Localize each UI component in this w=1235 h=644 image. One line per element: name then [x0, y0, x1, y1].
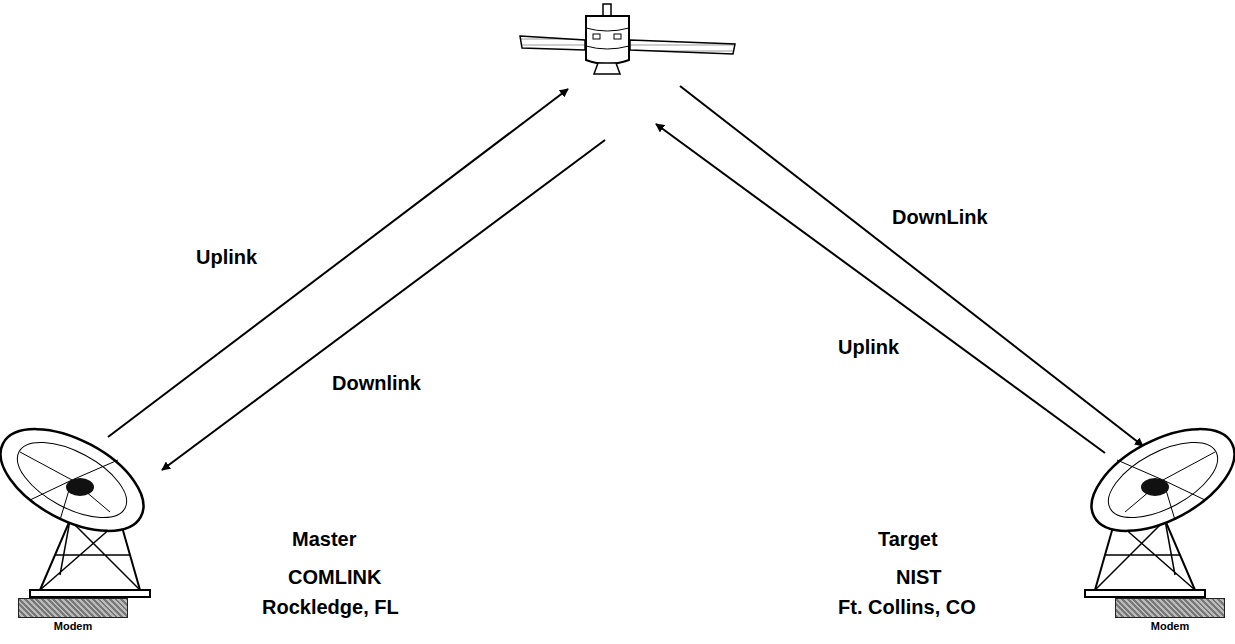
station-name: COMLINK: [288, 566, 381, 589]
downlink-arrow: [162, 140, 605, 470]
dish-antenna: [1075, 408, 1235, 597]
station-location: Rockledge, FL: [262, 596, 399, 619]
modem-box: [1115, 598, 1225, 618]
uplink-arrow: [108, 89, 568, 437]
station-role: Target: [878, 528, 938, 551]
modem-label: Modem: [18, 620, 128, 632]
link-label: Downlink: [332, 372, 421, 395]
station-role: Master: [292, 528, 356, 551]
station-location: Ft. Collins, CO: [838, 596, 976, 619]
downlink-arrow: [680, 86, 1143, 446]
modem-box: [18, 598, 128, 618]
uplink-arrow: [656, 124, 1105, 453]
satellite: [520, 4, 735, 74]
modem: Modem: [1115, 598, 1225, 632]
dish-antenna: [0, 408, 160, 597]
link-label: Uplink: [838, 336, 899, 359]
station-name: NIST: [896, 566, 942, 589]
link-label: Uplink: [196, 246, 257, 269]
modem: Modem: [18, 598, 128, 632]
modem-label: Modem: [1115, 620, 1225, 632]
link-label: DownLink: [892, 206, 988, 229]
